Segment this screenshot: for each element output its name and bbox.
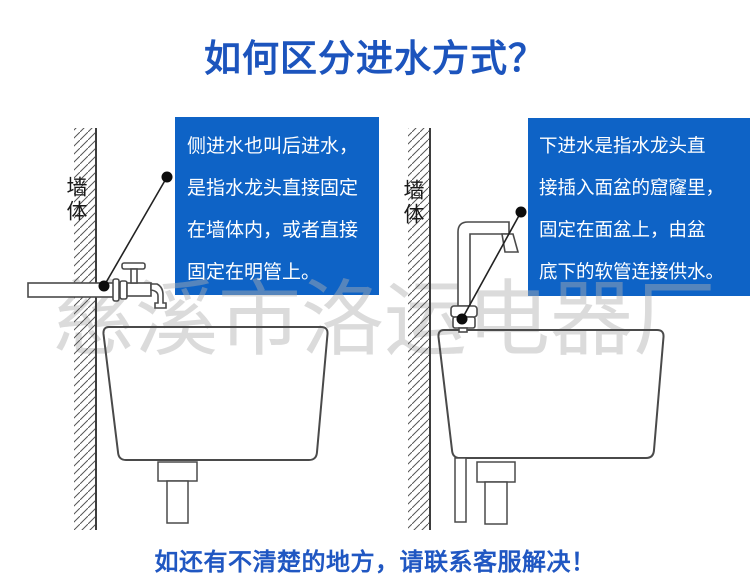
note-line: 下进水是指水龙头直 xyxy=(539,136,706,157)
bottom-inlet-note-box: 下进水是指水龙头直 接插入面盆的窟窿里， 固定在面盆上，由盆 底下的软管连接供水… xyxy=(528,118,750,296)
callout-pointer xyxy=(98,171,173,292)
callout-dot xyxy=(515,206,527,218)
gooseneck-tube xyxy=(457,221,510,307)
faucet-handle-stem xyxy=(130,268,138,284)
drain-fitting xyxy=(476,461,516,483)
note-line: 固定在明管上。 xyxy=(187,261,321,283)
wall-hatching xyxy=(74,128,96,530)
note-line: 底下的软管连接供水。 xyxy=(539,262,725,283)
wall-section xyxy=(74,128,97,530)
bottom-inlet-diagram xyxy=(408,128,665,530)
note-line: 在墙体内，或者直接 xyxy=(187,219,359,241)
drain-pipe xyxy=(484,481,508,525)
pipe-coupling-ring xyxy=(112,278,120,302)
drain-pipe xyxy=(166,480,189,524)
side-inlet-faucet xyxy=(27,262,167,309)
side-inlet-note-box: 侧进水也叫后进水， 是指水龙头直接固定 在墙体内，或者直接 固定在明管上。 xyxy=(175,117,379,295)
note-line: 侧进水也叫后进水， xyxy=(187,135,359,157)
page-title: 如何区分进水方式？ xyxy=(204,37,546,80)
callout-dot xyxy=(456,313,468,325)
pipe-coupling-ring xyxy=(119,280,128,300)
callout-line xyxy=(461,211,522,320)
basin-body xyxy=(102,326,329,461)
faucet-handle-bar xyxy=(121,262,146,270)
wall-section xyxy=(408,128,431,530)
right-wall-label: 墙体 xyxy=(401,179,425,227)
note-line: 固定在面盆上，由盆 xyxy=(539,220,706,241)
faucet-neck xyxy=(458,327,468,333)
note-line: 是指水龙头直接固定 xyxy=(187,177,359,199)
note-line: 接插入面盆的窟窿里， xyxy=(539,178,725,199)
callout-dot xyxy=(161,171,173,183)
faucet-body xyxy=(126,282,152,297)
drain-fitting xyxy=(157,461,198,482)
side-inlet-diagram xyxy=(27,128,329,530)
left-wall-label: 墙体 xyxy=(64,176,88,224)
faucet-spout xyxy=(150,283,167,309)
basin-drawing xyxy=(102,326,329,524)
basin-drawing xyxy=(437,329,665,525)
callout-line xyxy=(103,176,168,287)
callout-pointer xyxy=(456,206,527,325)
footer-note: 如还有不清楚的地方，请联系客服解决！ xyxy=(154,548,596,576)
supply-hose-pipe xyxy=(454,457,467,523)
wall-hatching xyxy=(408,128,430,530)
callout-dot xyxy=(98,280,110,292)
basin-body xyxy=(437,329,665,459)
